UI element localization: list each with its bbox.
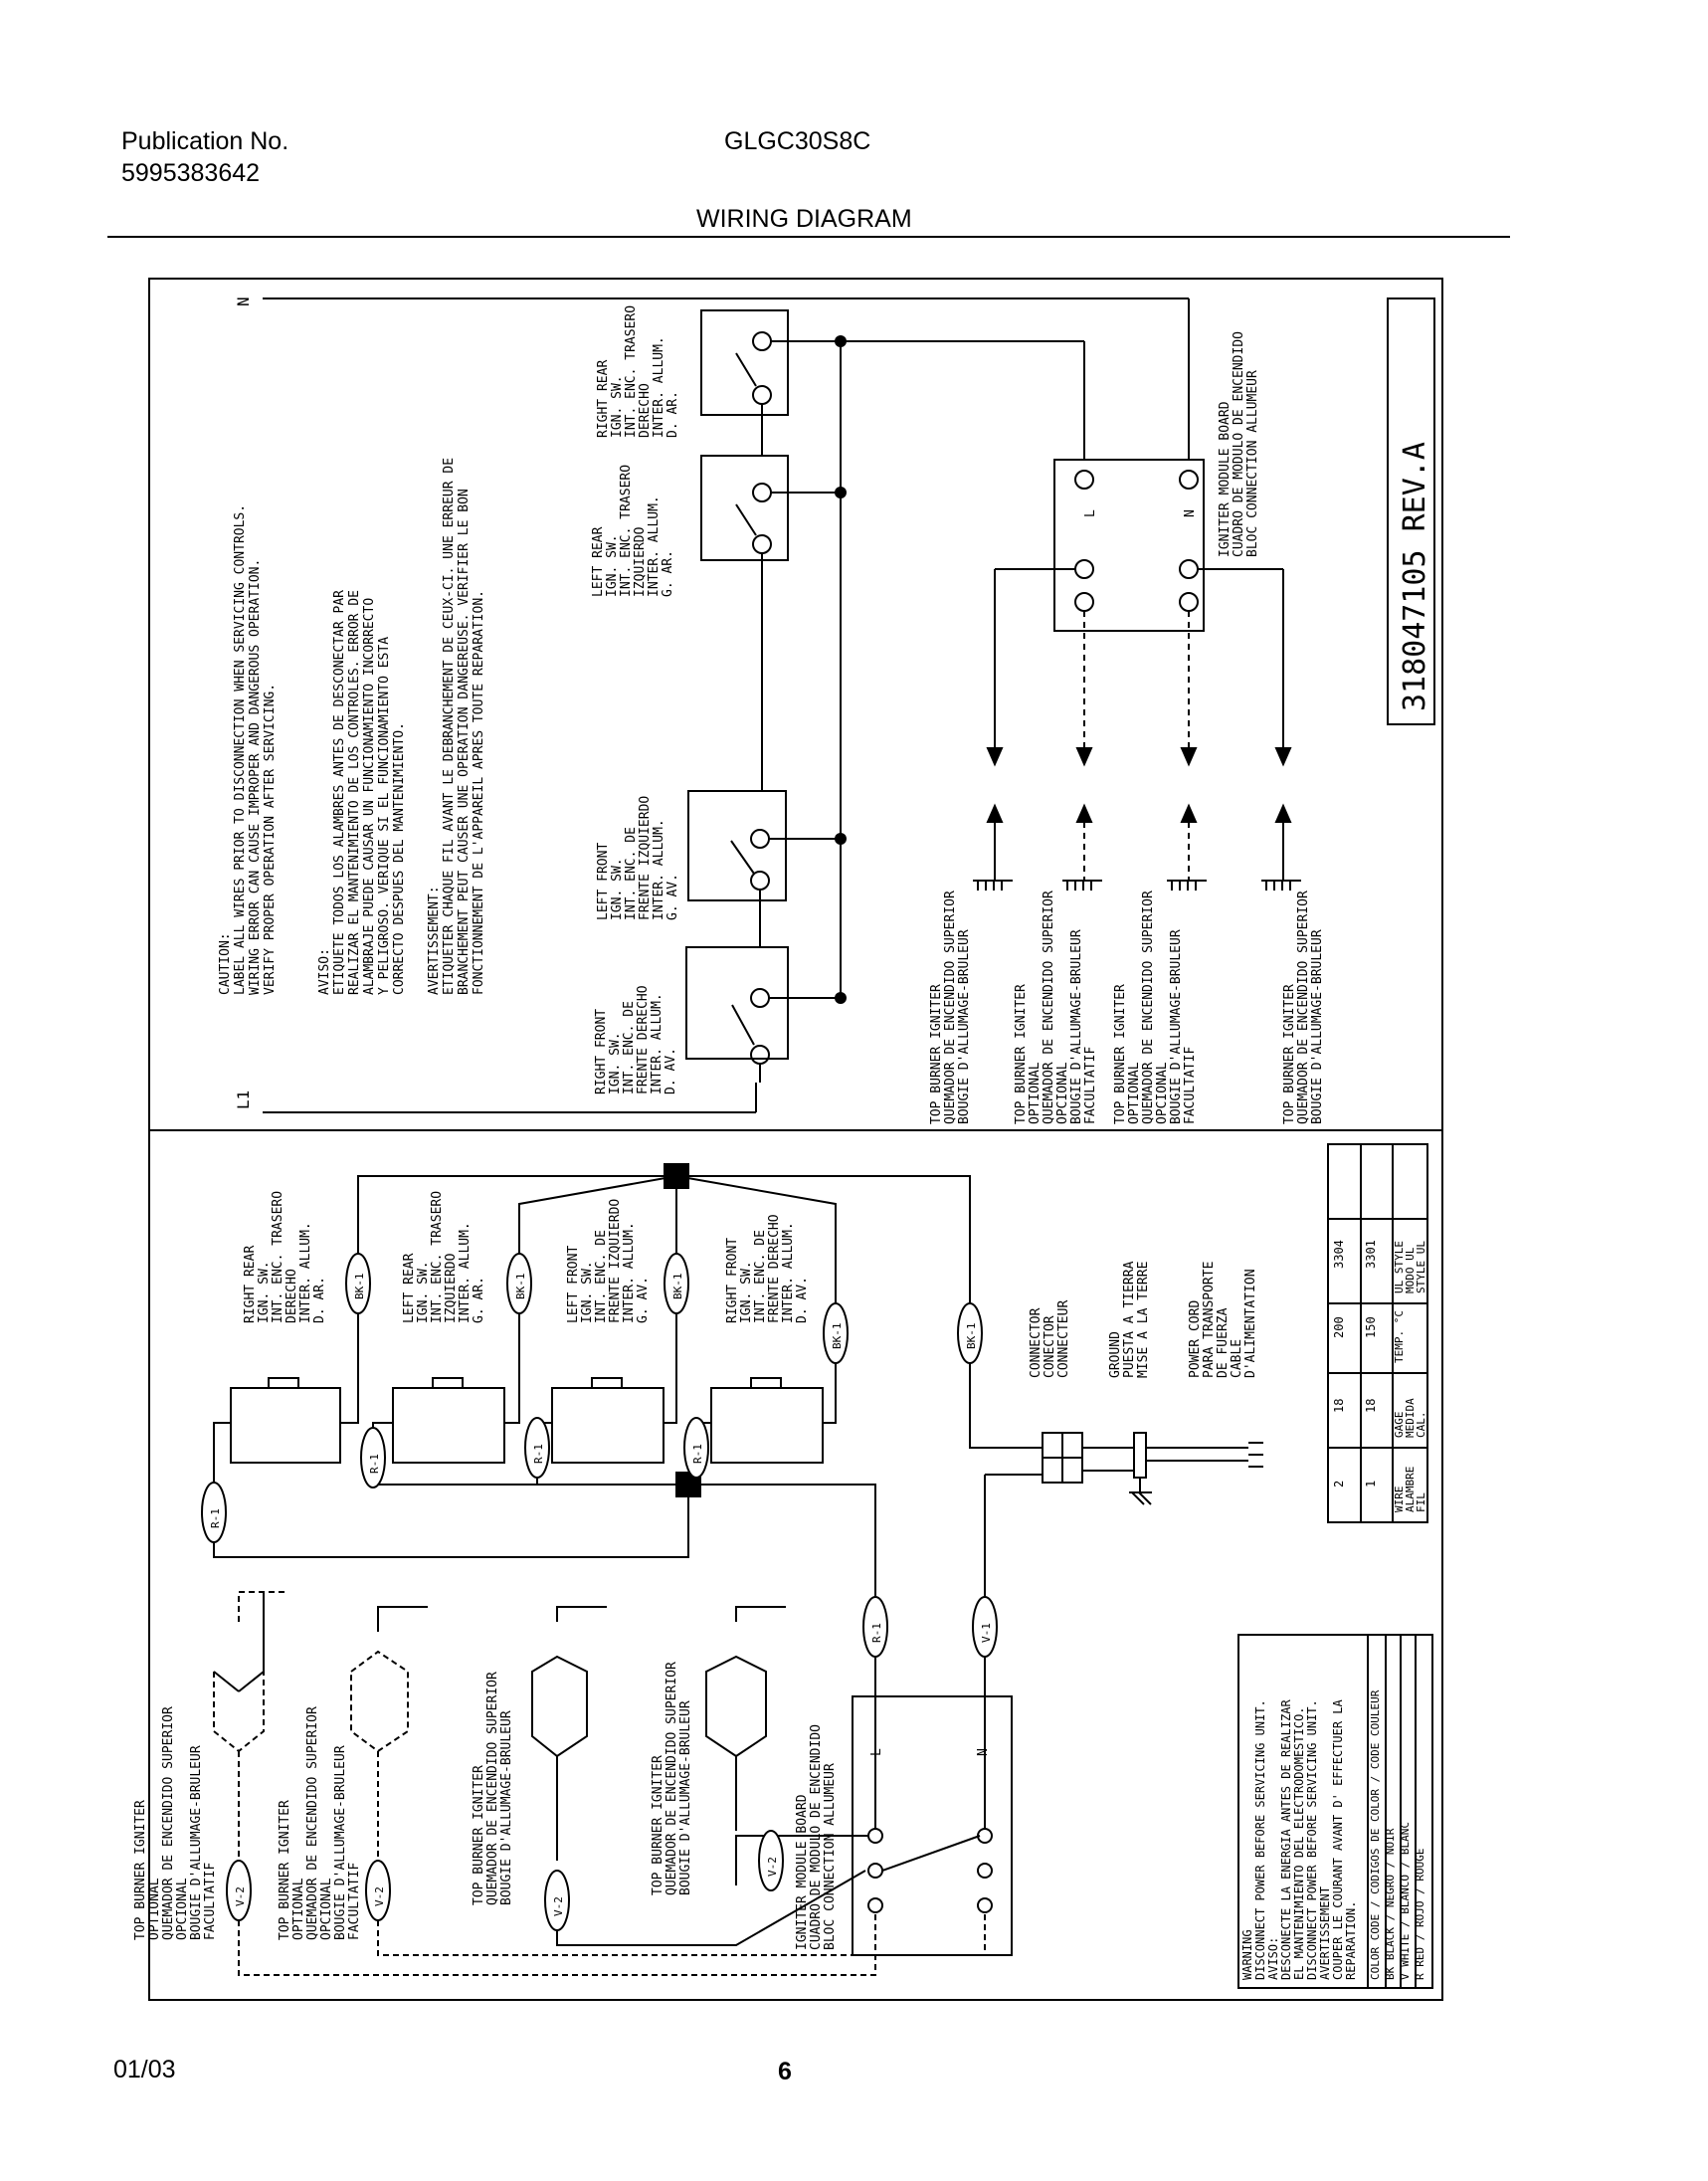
- switch-body-left-rear: [392, 1387, 505, 1464]
- wire-v2-3-tag: [544, 1870, 570, 1931]
- wire-bk-lr: BK-1: [514, 1274, 527, 1300]
- igniter-label-top-1: TOP BURNER IGNITERQUEMADOR DE ENCENDIDO …: [929, 891, 972, 1124]
- wire-v1: V-1: [980, 1623, 993, 1643]
- neutral-label: N: [234, 297, 253, 306]
- publication-number: 5995383642: [121, 159, 261, 187]
- wire-v2-1-tag: [226, 1860, 252, 1921]
- wire-table-value-3-0: 3304: [1332, 1240, 1346, 1269]
- model-number: GLGC30S8C: [724, 127, 871, 155]
- switch-box-left-front: [687, 790, 787, 901]
- warning-text: WARNINGDISCONNECT POWER BEFORE SERVICING…: [1240, 1698, 1358, 1980]
- module-term-n-bottom: N: [976, 1748, 991, 1756]
- switch-body-left-front: [551, 1387, 664, 1464]
- wire-r-rf-tag: [683, 1417, 709, 1479]
- wire-bk-main: BK-1: [965, 1323, 978, 1350]
- wire-table-label-1: GAGEMEDIDACAL.: [1393, 1398, 1427, 1438]
- publication-label: Publication No.: [121, 127, 289, 155]
- switch-box-right-front: [685, 946, 789, 1060]
- page-title: WIRING DIAGRAM: [696, 205, 912, 233]
- wire-table-value-1-1: 18: [1364, 1399, 1378, 1413]
- wire-v2-4: V-2: [766, 1857, 779, 1877]
- wire-bk-lf: BK-1: [671, 1274, 684, 1300]
- switch-body-right-rear: [230, 1387, 341, 1464]
- igniter-module-label-top: IGNITER MODULE BOARDCUADRO DE MODULO DE …: [1218, 331, 1260, 557]
- wire-r-rr: R-1: [209, 1508, 222, 1528]
- wire-v2-3: V-2: [552, 1896, 565, 1916]
- wire-v2-1: V-2: [234, 1886, 247, 1906]
- wire-v2-4-tag: [758, 1830, 784, 1891]
- igniter-label-bottom-3: TOP BURNER IGNITERQUEMADOR DE ENCENDIDO …: [472, 1672, 514, 1905]
- wire-table-value-0-1: 1: [1364, 1481, 1378, 1487]
- part-number-box: [1387, 297, 1435, 725]
- wire-bk-rr-tag: [345, 1253, 371, 1314]
- switch-label-bottom-rf: RIGHT FRONTIGN. SW.INT. ENC. DEFRENTE DE…: [725, 1214, 810, 1323]
- switch-label-bottom-lf: LEFT FRONTIGN. SW.INT. ENC. DEFRENTE IZQ…: [566, 1199, 651, 1323]
- igniter-label-bottom-1: TOP BURNER IGNITEROPTIONALQUEMADOR DE EN…: [133, 1706, 218, 1940]
- line-label: L1: [234, 1090, 253, 1109]
- wire-bk-rf-tag: [823, 1302, 849, 1364]
- wire-bk-main-tag: [957, 1302, 983, 1364]
- switch-box-right-rear: [700, 309, 789, 416]
- module-term-l: L: [1083, 509, 1098, 517]
- diagram-frame: [148, 278, 1443, 2001]
- wire-table-value-0-0: 2: [1332, 1481, 1346, 1487]
- igniter-label-top-2: TOP BURNER IGNITEROPTIONALQUEMADOR DE EN…: [1014, 891, 1098, 1124]
- footer-date: 01/03: [113, 2056, 176, 2083]
- switch-label-right-rear: RIGHT REARIGN. SW.INT. ENC. TRASERODEREC…: [596, 305, 680, 438]
- switch-box-left-rear: [700, 455, 789, 561]
- wire-table-value-3-1: 3301: [1364, 1240, 1378, 1269]
- module-term-l-bottom: L: [869, 1748, 884, 1756]
- wire-bk-rf: BK-1: [831, 1323, 844, 1350]
- wire-table-label-0: WIREALAMBREFIL: [1393, 1467, 1427, 1512]
- wire-v1-tag: [972, 1596, 998, 1658]
- igniter-module-top: [1053, 459, 1205, 632]
- wire-table: [1327, 1143, 1428, 1523]
- switch-label-left-rear: LEFT REARIGN. SW.INT. ENC. TRASEROIZQUIE…: [591, 465, 675, 597]
- wire-r-lf-tag: [524, 1417, 550, 1479]
- power-cord-label: POWER CORDPARA TRANSPORTEDE FUERZACABLED…: [1188, 1262, 1258, 1378]
- header-rule: [107, 236, 1510, 238]
- wire-bk-lr-tag: [506, 1253, 532, 1314]
- wire-bk-rr: BK-1: [353, 1274, 366, 1300]
- avertissement-note: AVERTISSEMENT:ETIQUETER CHAQUE FIL AVANT…: [427, 458, 486, 995]
- warning-box: [1237, 1634, 1433, 1989]
- part-number: 318047105 REV.A: [1398, 442, 1432, 711]
- wire-v2-2-tag: [365, 1860, 391, 1921]
- switch-label-right-front: RIGHT FRONTIGN. SW.INT. ENC. DEFRENTE DE…: [594, 985, 678, 1094]
- igniter-label-bottom-4: TOP BURNER IGNITERQUEMADOR DE ENCENDIDO …: [651, 1662, 693, 1895]
- wire-r-lr-tag: [360, 1427, 386, 1488]
- igniter-module-label-bottom: IGNITER MODULE BOARDCUADRO DE MODULO DE …: [795, 1724, 838, 1950]
- page-number: 6: [778, 2058, 792, 2085]
- switch-label-left-front: LEFT FRONTIGN. SW.INT. ENC. DEFRENTE IZQ…: [596, 796, 680, 920]
- wire-r-rf: R-1: [691, 1444, 704, 1464]
- wire-table-value-1-0: 18: [1332, 1399, 1346, 1413]
- wire-r-rr-tag: [201, 1482, 227, 1543]
- ground-label: GROUNDPUESTA A TIERRAMISE A LA TERRE: [1108, 1261, 1151, 1378]
- wire-r-lr: R-1: [368, 1454, 381, 1474]
- wire-r-module-tag: [862, 1596, 888, 1658]
- igniter-label-bottom-2: TOP BURNER IGNITEROPTIONALQUEMADOR DE EN…: [278, 1706, 362, 1940]
- wire-table-label-2: TEMP. °C: [1393, 1310, 1406, 1363]
- switch-label-bottom-lr: LEFT REARIGN. SW.INT. ENC. TRASEROIZQUIE…: [402, 1191, 486, 1323]
- igniter-label-top-3: TOP BURNER IGNITEROPTIONALQUEMADOR DE EN…: [1113, 891, 1198, 1124]
- igniter-label-top-4: TOP BURNER IGNITERQUEMADOR DE ENCENDIDO …: [1282, 891, 1325, 1124]
- connector-label: CONNECTORCONECTORCONNECTEUR: [1029, 1300, 1071, 1378]
- wire-table-value-2-1: 150: [1364, 1316, 1378, 1338]
- wire-r-lf: R-1: [532, 1444, 545, 1464]
- wire-table-value-2-0: 200: [1332, 1316, 1346, 1338]
- wire-v2-2: V-2: [373, 1886, 386, 1906]
- wire-r-module: R-1: [870, 1623, 883, 1643]
- color-code-text: COLOR CODE / CODIGOS DE COLOR / CODE COU…: [1369, 1689, 1426, 1980]
- switch-label-bottom-rr: RIGHT REARIGN. SW.INT. ENC. TRASERODEREC…: [243, 1191, 327, 1323]
- module-term-n: N: [1183, 509, 1198, 517]
- wire-bk-lf-tag: [664, 1253, 689, 1314]
- switch-body-right-front: [710, 1387, 824, 1464]
- caution-note: CAUTION:LABEL ALL WIRES PRIOR TO DISCONN…: [218, 504, 278, 995]
- wire-table-label-3: UL STYLEMODO ULSTYLE UL: [1393, 1241, 1427, 1293]
- aviso-note: AVISO:ETIQUETE TODOS LOS ALAMBRES ANTES …: [317, 590, 407, 995]
